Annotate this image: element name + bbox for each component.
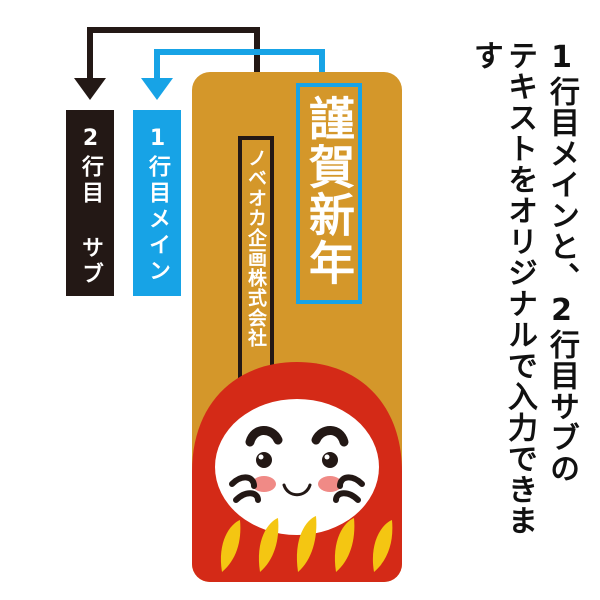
sub-arrow-down-icon bbox=[74, 78, 106, 100]
label-main: 1行目メイン bbox=[133, 110, 181, 296]
label-sub-text: 2行目 サブ bbox=[78, 126, 103, 288]
daruma-icon bbox=[192, 362, 402, 582]
main-arrow-down-icon bbox=[141, 78, 173, 100]
description: 1行目メインと、2行目サブの テキストをオリジナルで入力できます bbox=[468, 40, 579, 560]
label-sub: 2行目 サブ bbox=[66, 110, 114, 296]
label-main-text: 1行目メイン bbox=[145, 126, 170, 285]
daruma-mouth bbox=[282, 483, 312, 497]
main-connector-line bbox=[154, 49, 325, 88]
sub-text: ノベオカ企画株式会社 bbox=[245, 148, 267, 348]
daruma-face bbox=[215, 399, 379, 535]
main-text: 謹賀新年 bbox=[302, 95, 356, 287]
description-line-2: テキストをオリジナルで入力できます bbox=[468, 40, 537, 536]
daruma-left-eye bbox=[256, 452, 272, 468]
product-preview: ノベオカ企画株式会社 謹賀新年 bbox=[192, 72, 402, 582]
daruma-yellow-pattern bbox=[220, 516, 393, 572]
daruma-right-eye bbox=[322, 452, 338, 468]
description-line-1: 1行目メインと、2行目サブの bbox=[544, 40, 579, 484]
main-text-box: 謹賀新年 bbox=[296, 83, 362, 304]
